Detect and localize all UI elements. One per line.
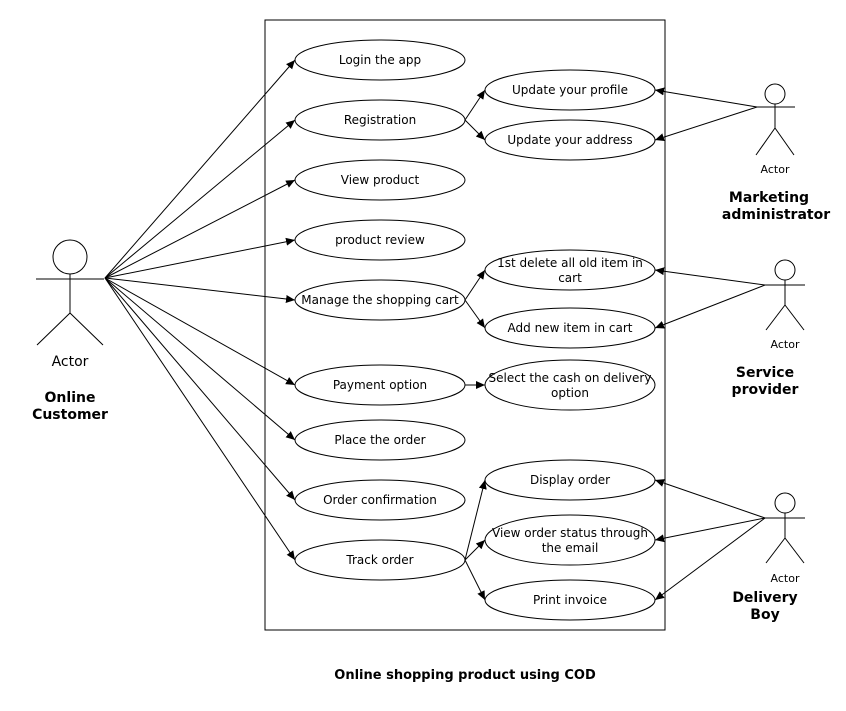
use-case-update-address-label: Update your address bbox=[507, 133, 632, 147]
actor-marketing-tag: Actor bbox=[761, 163, 790, 176]
assoc-product-review bbox=[104, 237, 296, 279]
actor-online-customer-name-line2: Customer bbox=[32, 407, 108, 423]
actor-service-tag: Actor bbox=[771, 338, 800, 351]
use-case-view-order-status[interactable]: View order status through the email bbox=[484, 514, 656, 566]
assoc-payment-option bbox=[104, 277, 296, 386]
use-case-payment-option-label: Payment option bbox=[333, 378, 427, 392]
use-case-view-order-status-label-line1: View order status through bbox=[492, 526, 648, 540]
use-case-view-product[interactable]: View product bbox=[294, 159, 466, 201]
use-case-add-new-item-label: Add new item in cart bbox=[508, 321, 633, 335]
use-case-delete-old-item-label-line2: cart bbox=[558, 271, 582, 285]
rel-cart-delete bbox=[464, 269, 486, 301]
assoc-view-product bbox=[104, 179, 296, 279]
rel-cart-add bbox=[464, 299, 486, 329]
use-case-cash-on-delivery-label-line2: option bbox=[551, 386, 589, 400]
use-case-track-order[interactable]: Track order bbox=[294, 539, 466, 581]
stick-figure-icon bbox=[765, 492, 805, 564]
rel-track-invoice bbox=[464, 559, 486, 601]
rel-registration-address bbox=[464, 119, 486, 141]
use-case-print-invoice-label: Print invoice bbox=[533, 593, 607, 607]
right-actor-associations bbox=[654, 87, 766, 601]
actor-online-customer-tag: Actor bbox=[52, 354, 89, 370]
use-case-product-review-label: product review bbox=[335, 233, 425, 247]
use-case-view-product-label: View product bbox=[341, 173, 420, 187]
assoc-login bbox=[104, 59, 296, 279]
customer-associations bbox=[104, 59, 296, 561]
stick-figure-icon bbox=[765, 259, 805, 331]
actor-marketing-name-line1: Marketing bbox=[729, 190, 809, 206]
assoc-service-delete bbox=[654, 267, 766, 286]
assoc-registration bbox=[104, 119, 296, 279]
assoc-delivery-invoice bbox=[654, 517, 766, 601]
use-case-update-profile[interactable]: Update your profile bbox=[484, 69, 656, 111]
actor-online-customer[interactable]: Actor Online Customer bbox=[32, 239, 108, 423]
use-case-display-order-label: Display order bbox=[530, 473, 610, 487]
use-case-login[interactable]: Login the app bbox=[294, 39, 466, 81]
system-boundary bbox=[264, 19, 666, 631]
actor-online-customer-name-line1: Online bbox=[45, 390, 96, 406]
use-case-delete-old-item-label-line1: 1st delete all old item in bbox=[497, 256, 643, 270]
actor-delivery-name-line2: Boy bbox=[750, 607, 779, 623]
actor-delivery-boy[interactable]: Actor Delivery Boy bbox=[732, 492, 805, 623]
use-case-update-address[interactable]: Update your address bbox=[484, 119, 656, 161]
actor-delivery-tag: Actor bbox=[771, 572, 800, 585]
rel-track-status bbox=[464, 539, 486, 561]
assoc-service-add bbox=[654, 284, 766, 329]
assoc-track-order bbox=[104, 277, 296, 561]
actor-service-provider[interactable]: Actor Service provider bbox=[732, 259, 805, 398]
use-case-order-confirmation-label: Order confirmation bbox=[323, 493, 437, 507]
rel-registration-profile bbox=[464, 89, 486, 121]
use-case-manage-cart[interactable]: Manage the shopping cart bbox=[294, 279, 466, 321]
assoc-delivery-display bbox=[654, 479, 766, 519]
include-relations bbox=[464, 89, 487, 601]
assoc-manage-cart bbox=[104, 277, 296, 303]
use-case-place-order-label: Place the order bbox=[334, 433, 425, 447]
assoc-delivery-status bbox=[654, 517, 766, 543]
use-case-registration[interactable]: Registration bbox=[294, 99, 466, 141]
use-case-place-order[interactable]: Place the order bbox=[294, 419, 466, 461]
use-case-manage-cart-label: Manage the shopping cart bbox=[301, 293, 459, 307]
assoc-order-confirmation bbox=[104, 277, 296, 501]
actor-service-name-line2: provider bbox=[732, 382, 799, 398]
rel-track-display bbox=[464, 479, 487, 561]
actor-marketing-name-line2: administrator bbox=[722, 207, 830, 223]
actor-marketing-administrator[interactable]: Actor Marketing administrator bbox=[722, 83, 830, 223]
use-case-login-label: Login the app bbox=[339, 53, 421, 67]
use-case-product-review[interactable]: product review bbox=[294, 219, 466, 261]
use-case-view-order-status-label-line2: the email bbox=[542, 541, 599, 555]
diagram-caption: Online shopping product using COD bbox=[334, 668, 596, 683]
actor-service-name-line1: Service bbox=[736, 365, 794, 381]
use-case-payment-option[interactable]: Payment option bbox=[294, 364, 466, 406]
assoc-place-order bbox=[104, 277, 296, 441]
use-case-registration-label: Registration bbox=[344, 113, 416, 127]
use-case-add-new-item[interactable]: Add new item in cart bbox=[484, 307, 656, 349]
use-case-update-profile-label: Update your profile bbox=[512, 83, 628, 97]
use-case-display-order[interactable]: Display order bbox=[484, 459, 656, 501]
use-case-cash-on-delivery[interactable]: Select the cash on delivery option bbox=[484, 359, 656, 411]
use-case-cash-on-delivery-label-line1: Select the cash on delivery bbox=[489, 371, 652, 385]
use-case-delete-old-item[interactable]: 1st delete all old item in cart bbox=[484, 249, 656, 291]
stick-figure-icon bbox=[755, 83, 795, 156]
actor-delivery-name-line1: Delivery bbox=[732, 590, 797, 606]
assoc-marketing-profile bbox=[654, 87, 758, 108]
use-case-track-order-label: Track order bbox=[345, 553, 413, 567]
use-case-print-invoice[interactable]: Print invoice bbox=[484, 579, 656, 621]
assoc-marketing-address bbox=[654, 106, 758, 142]
use-case-order-confirmation[interactable]: Order confirmation bbox=[294, 479, 466, 521]
stick-figure-icon bbox=[36, 239, 104, 346]
